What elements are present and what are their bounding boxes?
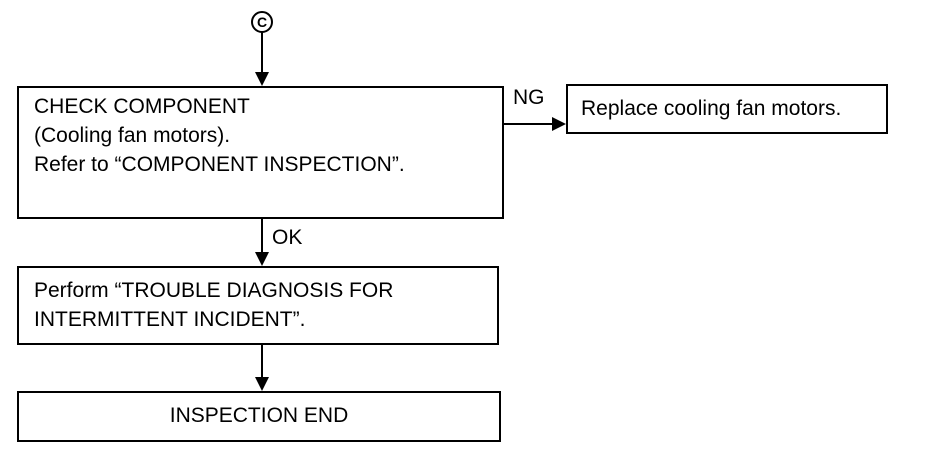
replace-box-text: Replace cooling fan motors. — [581, 97, 842, 120]
end-box-text: INSPECTION END — [169, 404, 349, 427]
arrowhead-perform-to-end — [255, 377, 269, 391]
ok-label: OK — [272, 226, 303, 249]
arrowhead-ok-to-perform — [255, 252, 269, 266]
perform-diagnosis-box: Perform “TROUBLE DIAGNOSIS FOR INTERMITT… — [17, 266, 499, 345]
connector-letter: C — [256, 14, 268, 30]
arrowhead-ng-to-replace — [552, 117, 566, 131]
perform-box-line-1: Perform “TROUBLE DIAGNOSIS FOR — [34, 279, 394, 302]
inspection-end-box: INSPECTION END — [17, 391, 501, 442]
check-box-line-1: CHECK COMPONENT — [34, 95, 250, 118]
check-component-box: CHECK COMPONENT (Cooling fan motors). Re… — [17, 86, 504, 219]
replace-motors-box: Replace cooling fan motors. — [566, 84, 888, 134]
check-box-line-3: Refer to “COMPONENT INSPECTION”. — [34, 153, 405, 176]
ng-label: NG — [513, 86, 545, 109]
check-box-line-2: (Cooling fan motors). — [34, 124, 231, 147]
arrowhead-start-to-check — [255, 72, 269, 86]
perform-box-line-2: INTERMITTENT INCIDENT”. — [34, 308, 306, 331]
